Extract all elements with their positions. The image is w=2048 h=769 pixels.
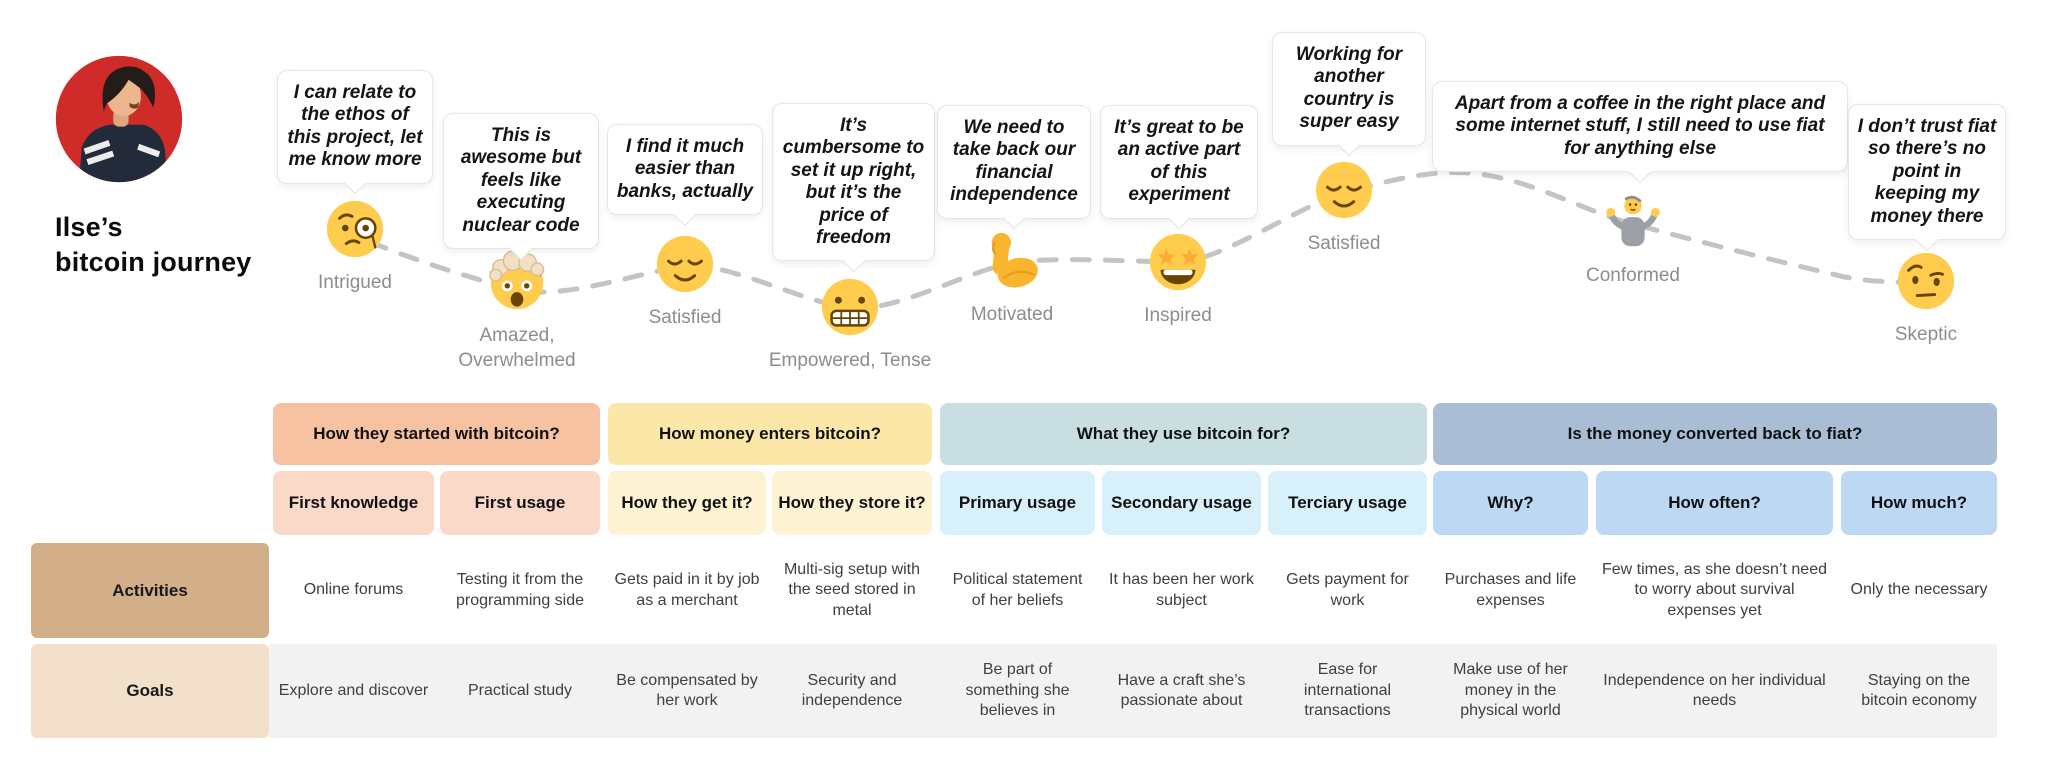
quote-text: Working for another country is super eas… <box>1295 44 1403 133</box>
quote-text: It’s great to be an active part of this … <box>1114 117 1244 206</box>
activity-cell: Gets payment for work <box>1286 571 1409 609</box>
activity-cell: Only the necessary <box>1850 581 1988 599</box>
column-header: Primary usage <box>940 471 1095 535</box>
quote-bubble: I can relate to the ethos of this projec… <box>277 70 433 184</box>
column-header: First knowledge <box>273 471 434 535</box>
emotion-label: Empowered, Tense <box>768 350 932 371</box>
emotion-label: Conformed <box>1586 265 1680 286</box>
column-header: Secondary usage <box>1102 471 1261 535</box>
row-label-activities: Activities <box>31 543 269 638</box>
quote-text: This is awesome but feels like executing… <box>460 125 582 236</box>
goal-cell: Staying on the bitcoin economy <box>1861 671 1977 709</box>
row-label-goals: Goals <box>31 644 269 738</box>
quote-bubble: I find it much easier than banks, actual… <box>607 124 763 216</box>
face-with-raised-eyebrow-icon <box>1897 252 1955 310</box>
title-line2: bitcoin journey <box>55 246 252 277</box>
emotion-label: Satisfied <box>648 307 722 328</box>
journey-point: Inspired <box>1143 231 1213 327</box>
column-header: How they get it? <box>608 471 766 535</box>
journey-point: Intrigued <box>318 198 392 294</box>
exploding-head-icon <box>489 250 545 310</box>
goal-cell: Practical study <box>467 681 573 699</box>
journey-point: Satisfied <box>1307 159 1381 255</box>
star-struck-face-icon <box>1149 233 1207 291</box>
quote-text: I don’t trust fiat so there’s no point i… <box>1857 116 1997 227</box>
goal-cell: Independence on her individual needs <box>1603 671 1826 709</box>
column-header: How much? <box>1841 471 1997 535</box>
phase-header: How money enters bitcoin? <box>608 403 932 465</box>
column-header: First usage <box>440 471 600 535</box>
emotion-label: Inspired <box>1144 305 1212 326</box>
goal-cell: Make use of her money in the physical wo… <box>1453 661 1568 720</box>
journey-point: Satisfied <box>648 233 722 329</box>
flexed-biceps-icon <box>991 232 1038 288</box>
quote-bubble: This is awesome but feels like executing… <box>443 113 599 250</box>
emotion-label: Intrigued <box>318 272 392 293</box>
quote-bubble: It’s cumbersome to set it up right, but … <box>772 103 935 262</box>
quote-text: It’s cumbersome to set it up right, but … <box>782 115 925 249</box>
quote-text: I can relate to the ethos of this projec… <box>287 82 423 171</box>
column-header: Terciary usage <box>1268 471 1427 535</box>
phase-header: Is the money converted back to fiat? <box>1433 403 1997 465</box>
relieved-face-icon <box>1315 161 1373 219</box>
journey-point: Conformed <box>1586 191 1680 287</box>
activity-cell: It has been her work subject <box>1109 571 1254 609</box>
emotion-label: Satisfied <box>1307 233 1381 254</box>
column-header: How often? <box>1596 471 1833 535</box>
phase-header: How they started with bitcoin? <box>273 403 600 465</box>
quote-bubble: It’s great to be an active part of this … <box>1100 105 1258 219</box>
activity-cell: Testing it from the programming side <box>455 571 585 609</box>
activity-cell: Political statement of her beliefs <box>952 571 1083 609</box>
activity-cell: Online forums <box>303 581 404 599</box>
quote-bubble: Apart from a coffee in the right place a… <box>1432 81 1848 173</box>
activity-cell: Purchases and life expenses <box>1444 571 1577 609</box>
journey-point: Amazed, Overwhelmed <box>458 250 576 373</box>
emotion-label: Motivated <box>970 304 1054 325</box>
quote-bubble: I don’t trust fiat so there’s no point i… <box>1848 104 2006 241</box>
quote-bubble: Working for another country is super eas… <box>1272 32 1426 146</box>
person-shrugging-icon <box>1606 195 1660 247</box>
journey-point: Empowered, Tense <box>769 276 931 372</box>
goals-row-background <box>269 644 1997 738</box>
goal-cell: Be compensated by her work <box>616 671 758 709</box>
emotion-label: Skeptic <box>1894 324 1958 345</box>
quote-text: Apart from a coffee in the right place a… <box>1454 93 1826 159</box>
page-title: Ilse’s bitcoin journey <box>55 210 252 279</box>
goal-cell: Have a craft she’s passionate about <box>1117 671 1246 709</box>
relieved-face-icon <box>656 235 714 293</box>
column-header: How they store it? <box>772 471 932 535</box>
emotion-label: Amazed, Overwhelmed <box>458 325 576 371</box>
activity-cell: Few times, as she doesn’t need to worry … <box>1601 560 1827 619</box>
goal-cell: Security and independence <box>801 671 903 709</box>
grimacing-face-icon <box>821 278 879 336</box>
journey-point: Motivated <box>971 230 1053 326</box>
quote-text: I find it much easier than banks, actual… <box>616 136 754 202</box>
journey-point: Skeptic <box>1891 250 1961 346</box>
phase-header: What they use bitcoin for? <box>940 403 1427 465</box>
column-header: Why? <box>1433 471 1588 535</box>
face-with-monocle-icon <box>326 200 384 258</box>
goal-cell: Be part of something she believes in <box>965 661 1070 720</box>
activity-cell: Multi-sig setup with the seed stored in … <box>783 560 921 619</box>
quote-text: We need to take back our financial indep… <box>950 117 1078 206</box>
goal-cell: Ease for international transactions <box>1303 661 1392 720</box>
goal-cell: Explore and discover <box>278 681 429 699</box>
avatar <box>52 52 186 186</box>
activity-cell: Gets paid in it by job as a merchant <box>614 571 760 609</box>
quote-bubble: We need to take back our financial indep… <box>937 105 1091 219</box>
title-line1: Ilse’s <box>55 212 123 242</box>
